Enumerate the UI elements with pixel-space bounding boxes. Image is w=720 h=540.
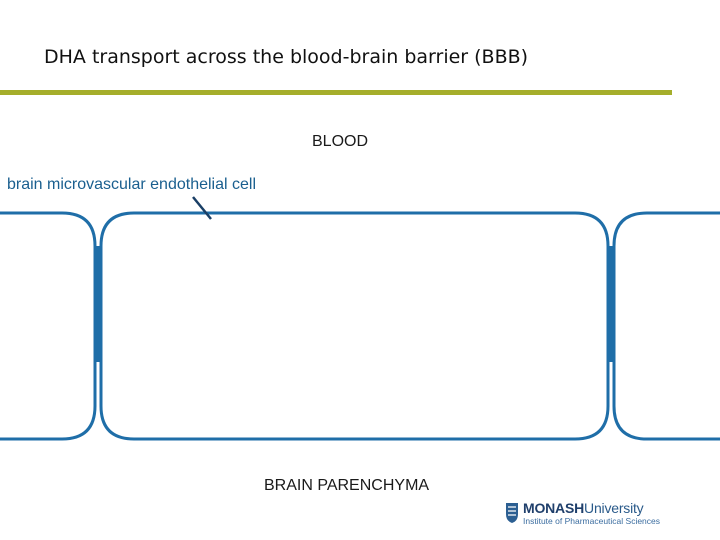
monash-shield-icon	[506, 503, 518, 523]
slide-title: DHA transport across the blood-brain bar…	[44, 46, 529, 68]
brain-parenchyma-label: BRAIN PARENCHYMA	[264, 477, 430, 494]
blood-label: BLOOD	[312, 133, 369, 150]
endothelial-cell-label: brain microvascular endothelial cell	[7, 176, 257, 193]
monash-logo: MONASHUniversity Institute of Pharmaceut…	[505, 500, 665, 528]
cell-label-pointer	[192, 196, 212, 220]
logo-wordmark: MONASHUniversity	[523, 500, 644, 516]
endothelial-cell-center	[99, 211, 610, 441]
logo-institute: Institute of Pharmaceutical Sciences	[523, 516, 661, 526]
endothelial-cell-right	[612, 211, 720, 441]
logo-university: University	[584, 500, 644, 516]
logo-monash: MONASH	[523, 500, 585, 516]
title-rule	[0, 90, 672, 95]
endothelial-cell-left	[0, 211, 97, 441]
